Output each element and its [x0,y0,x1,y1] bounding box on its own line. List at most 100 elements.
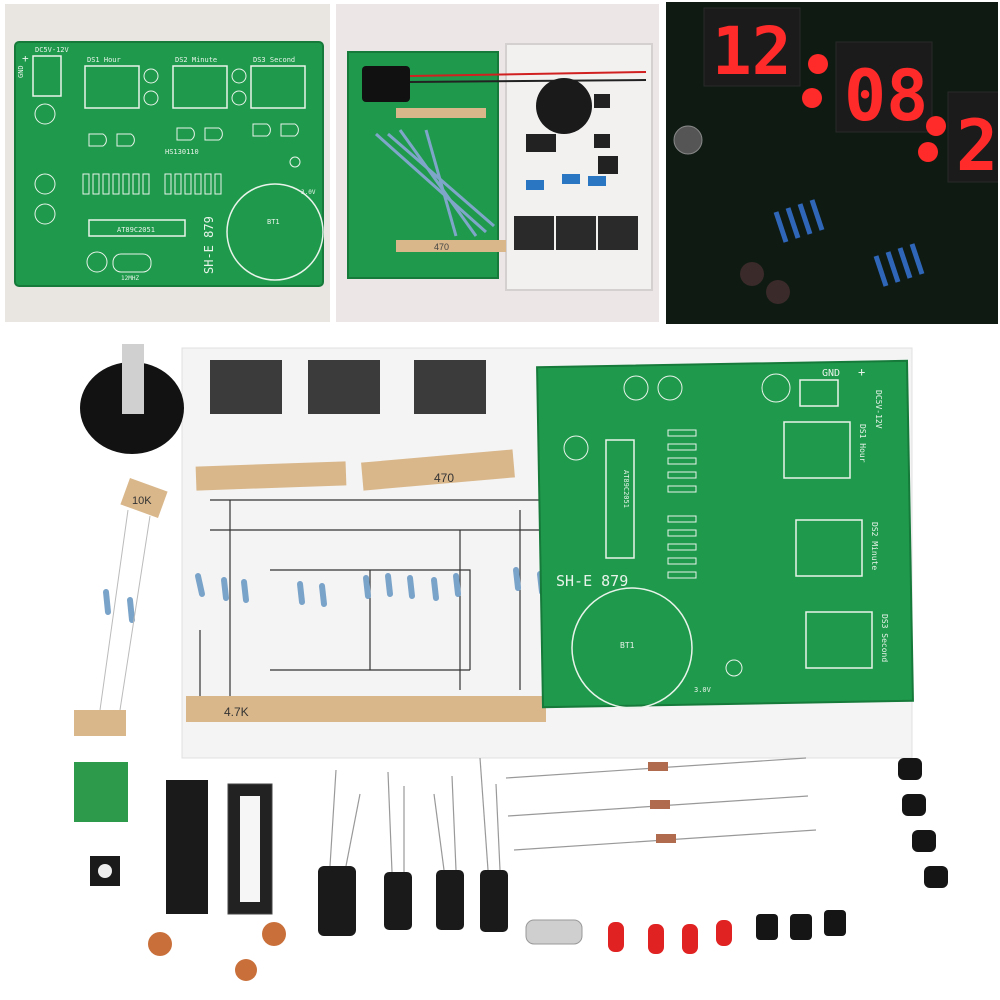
transistor-footprint [204,127,223,141]
tape-strip [74,710,126,736]
buzzer-part [598,156,618,174]
tape-label-10k: 10K [132,495,152,507]
display-outline-minute [172,65,228,109]
transistor-footprint [116,133,135,147]
seven-segment-display [308,360,380,414]
capacitor-blue [526,180,544,190]
led-footprint [143,90,159,106]
capacitor-dark [766,280,790,304]
display-outline-second [250,65,306,109]
chip-footprint [605,439,635,559]
push-button-cap [98,864,112,878]
resistor-bundle [375,129,495,237]
transistor-part [594,134,610,148]
ic-socket-slot [240,796,260,902]
power-connector-outline [32,55,62,97]
chip-label: AT89C2051 [117,226,155,234]
capacitor-footprint [761,373,791,403]
model-label: SH-E 879 [556,572,628,590]
clock-seconds: 2 [956,105,998,187]
transistor-part [594,94,610,108]
capacitor-footprint [86,251,108,273]
tape-label-470: 470 [434,471,454,485]
resistor-set [103,567,545,623]
resistor-footprints [667,429,697,579]
display-housing-hour [703,7,801,87]
resistor-array [773,199,925,287]
component-layout-drawing: 470 4.7K 10K GND + DC5V-12V SH-E 879 AT8… [74,344,948,981]
battery-footprint [226,183,324,281]
tape-strip [396,240,506,252]
capacitor-footprint [657,375,683,401]
capacitor-dark [740,262,764,286]
display-housing-minute [835,41,933,133]
ceramic-capacitors [148,922,286,981]
display-outline-hour [84,65,140,109]
bag-note: 470 [434,242,449,252]
crystal-footprint [112,253,152,273]
capacitor-blue [588,176,606,186]
gnd-label: GND [822,368,840,379]
resistor-leads [99,509,151,711]
tape-strip [195,461,347,491]
power-connector-outline [799,379,839,407]
battery-footprint [571,587,693,709]
capacitor-footprint [34,103,56,125]
coin-cell-clip [122,344,144,414]
chip-footprint [88,219,186,237]
electrolytic-capacitors [318,866,508,936]
button-footprint [725,659,743,677]
ic-chip [166,780,208,914]
tape-strip [120,478,168,518]
crystal-label: 12MHZ [121,275,139,282]
battery-label: BT1 [267,218,280,226]
terminal-block [74,762,128,822]
tape-strip [186,696,546,722]
clock-minutes: 08 [844,55,928,137]
kit-in-bag-drawing: 470 [347,43,653,291]
led-footprint [231,90,247,106]
display-label-second: DS3 Second [253,56,295,64]
power-label: DC5V-12V [874,390,883,429]
plus-label: + [22,52,29,65]
capacitor-footprint [623,375,649,401]
coin-cell-holder [536,78,592,134]
capacitor-footprint [34,173,56,195]
led-footprint [231,68,247,84]
battery-label: BT1 [620,641,635,650]
display-outline-minute [795,519,863,577]
display-housing-second [947,91,998,183]
diodes [505,757,817,851]
display-label-second: DS3 Second [880,614,889,662]
display-label-hour: DS1 Hour [858,424,867,463]
capacitor-footprint [34,203,56,225]
clock-hours: 12 [712,13,791,90]
display-label-minute: DS2 Minute [175,56,217,64]
tape-strip [396,108,486,118]
battery-wire [409,71,647,77]
chip-label: AT89C2051 [622,470,630,508]
capacitor-leads [329,757,501,873]
transistor-footprint [176,127,195,141]
button-footprint [289,156,301,168]
seven-segment-module [514,216,554,250]
crystal-oscillator [525,919,583,945]
battery-voltage: 3.0V [301,189,316,196]
power-label: DC5V-12V [35,46,70,54]
transistor-footprint [252,123,271,137]
gnd-label: GND [17,65,25,78]
resistor-row-footprints [82,173,222,195]
seven-segment-display [210,360,282,414]
display-label-minute: DS2 Minute [870,522,879,570]
capacitor-top [673,125,703,155]
lit-clock-display-photo: 12 08 2 [666,2,998,324]
transistor-footprint [280,123,299,137]
led-footprint [143,68,159,84]
seven-segment-displays [210,360,486,414]
colon-led [802,88,822,108]
colon-led [808,54,828,74]
capacitor-footprint [563,435,589,461]
pcb-board [14,41,324,287]
lit-clock-drawing: 12 08 2 [666,2,998,324]
seven-segment-module [598,216,638,250]
